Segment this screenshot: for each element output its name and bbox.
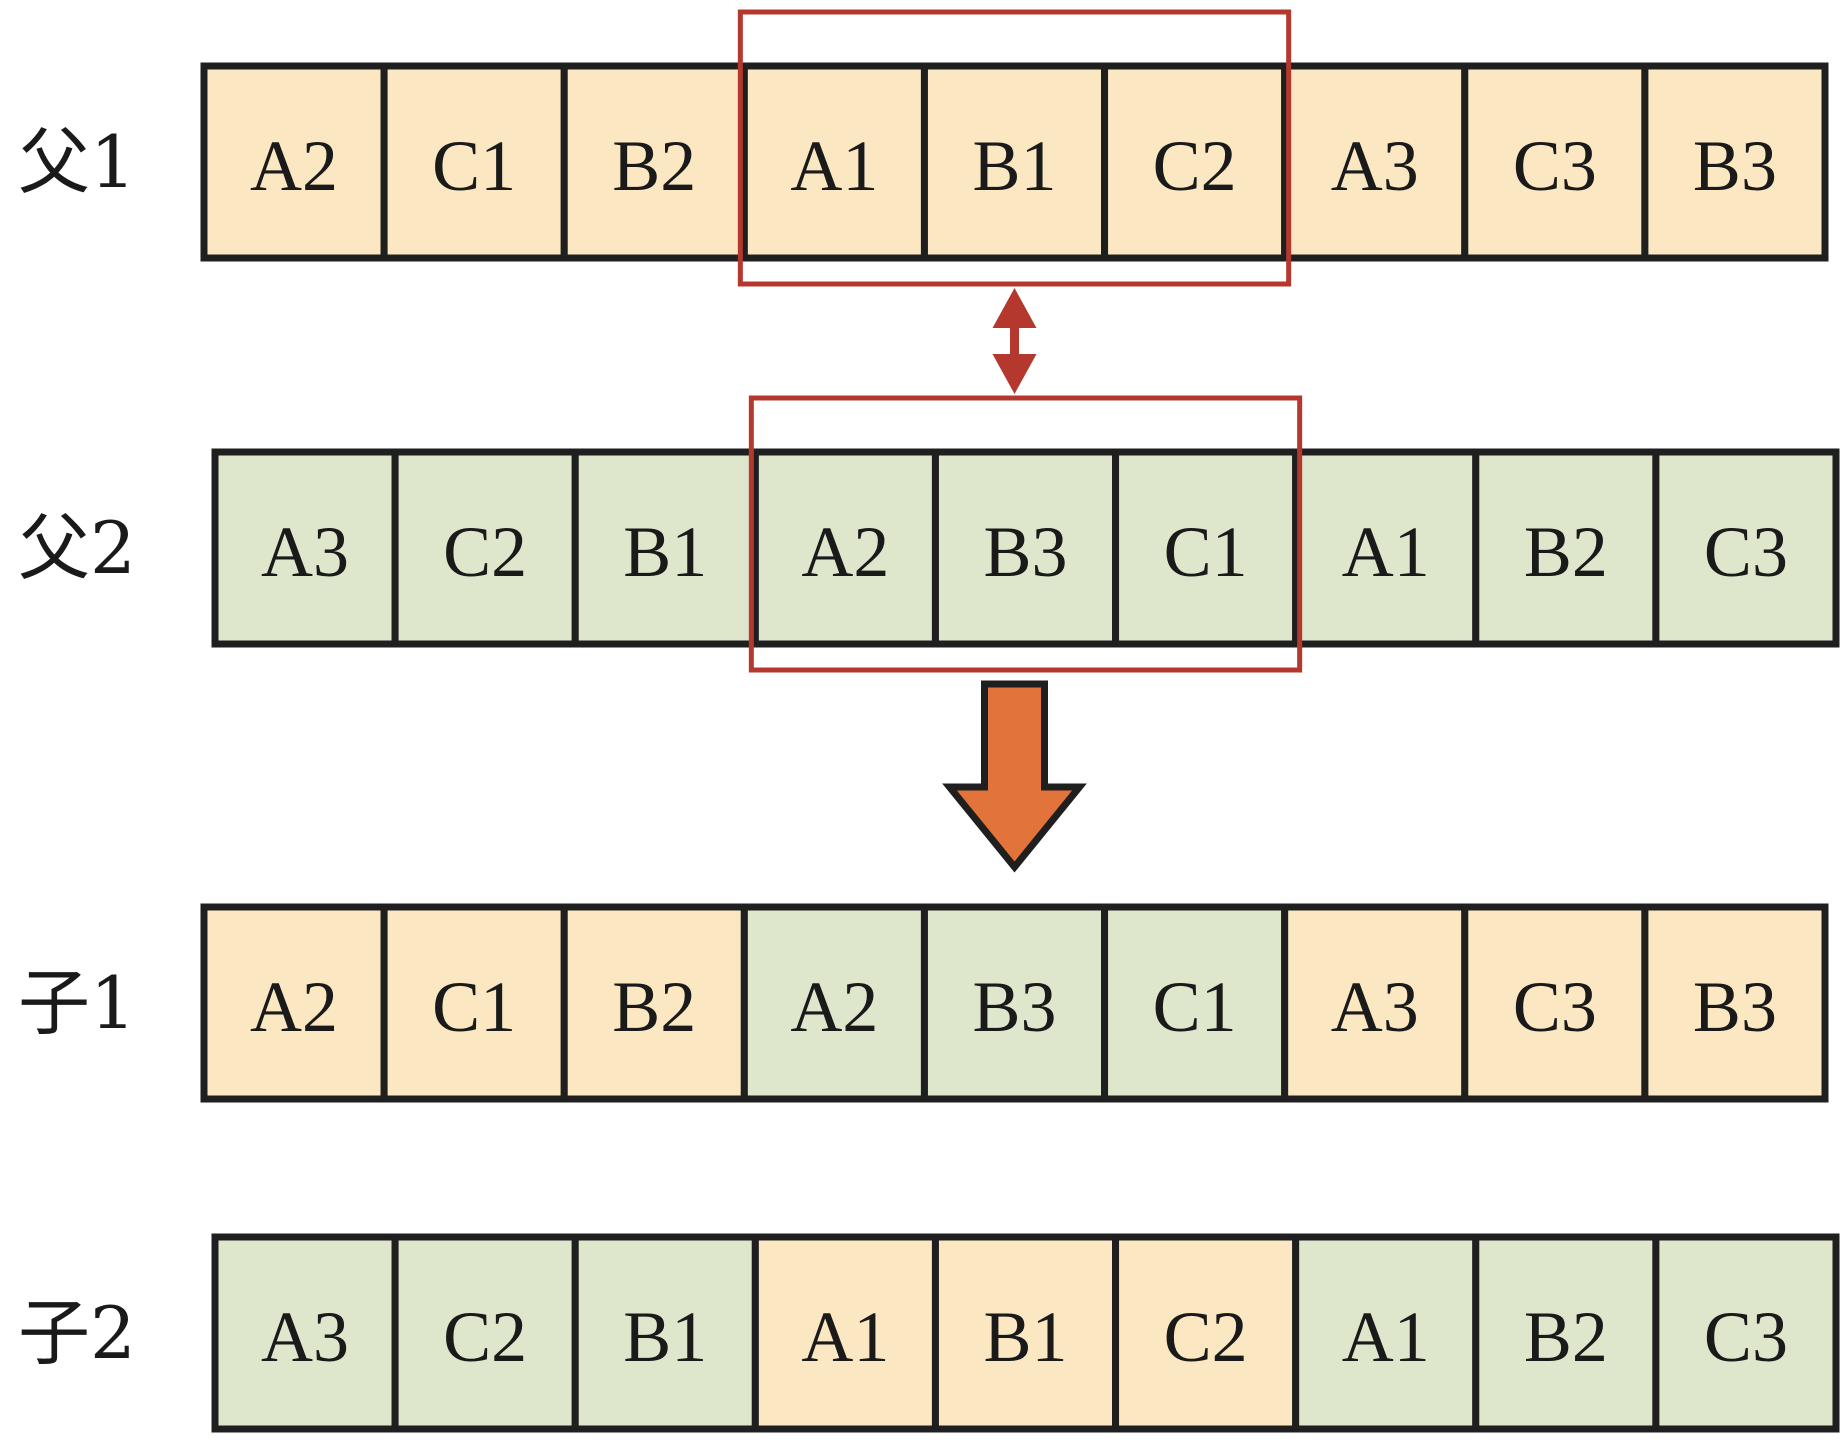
- row-parent2: 父2 A3 C2 B1 A2 B3 C1 A1 B2 C3: [18, 448, 1840, 648]
- gene-cell: [560, 903, 748, 1103]
- gene-cell: [740, 903, 928, 1103]
- gene-label: A1: [1342, 1297, 1430, 1377]
- gene-label: A1: [790, 126, 878, 206]
- gene-label: B1: [623, 512, 707, 592]
- row-label-parent2: 父2: [18, 506, 136, 590]
- gene-label: C2: [443, 512, 527, 592]
- row-child1: 子1 A2 C1 B2 A2 B3 C1 A3 C3 B3: [18, 903, 1829, 1103]
- gene-cell: [751, 448, 939, 648]
- gene-label: B2: [1524, 512, 1608, 592]
- gene-cell: [931, 448, 1120, 648]
- gene-label: A3: [261, 1297, 349, 1377]
- gene-cell: [1652, 448, 1840, 648]
- gene-cell: [751, 1233, 939, 1433]
- gene-label: B2: [612, 967, 696, 1047]
- gene-cell: [1292, 1233, 1480, 1433]
- gene-cell: [211, 1233, 399, 1433]
- gene-cell: [1641, 903, 1829, 1103]
- gene-cell: [1281, 62, 1469, 262]
- gene-cell: [380, 62, 568, 262]
- crossover-highlight-parent2: [748, 395, 1303, 673]
- down-arrow-icon: [942, 680, 1087, 873]
- gene-label: A2: [250, 967, 338, 1047]
- gene-label: A3: [261, 512, 349, 592]
- gene-cell: [391, 1233, 579, 1433]
- gene-cell: [1101, 62, 1289, 262]
- gene-label: B1: [983, 1297, 1067, 1377]
- gene-label: B3: [1693, 126, 1777, 206]
- row-parent1: 父1 A2 C1 B2 A1 B1 C2 A3 C3 B3: [18, 62, 1829, 262]
- gene-cell: [1292, 448, 1480, 648]
- gene-label: A3: [1331, 126, 1419, 206]
- gene-cell: [920, 62, 1109, 262]
- gene-label: A2: [790, 967, 878, 1047]
- gene-label: C1: [1164, 512, 1248, 592]
- double-arrow-vertical-icon: [992, 288, 1037, 394]
- gene-cell: [1641, 62, 1829, 262]
- gene-label: C3: [1513, 967, 1597, 1047]
- gene-cell: [920, 903, 1109, 1103]
- row-label-child1: 子1: [18, 961, 136, 1045]
- gene-label: C1: [432, 967, 516, 1047]
- gene-label: C2: [443, 1297, 527, 1377]
- gene-label: C3: [1704, 512, 1788, 592]
- gene-cell: [1461, 62, 1649, 262]
- gene-label: C2: [1153, 126, 1237, 206]
- gene-label: A1: [801, 1297, 889, 1377]
- gene-cell: [200, 62, 388, 262]
- gene-label: A3: [1331, 967, 1419, 1047]
- gene-label: A2: [801, 512, 889, 592]
- gene-label: A2: [250, 126, 338, 206]
- gene-label: C3: [1513, 126, 1597, 206]
- crossover-highlight-parent1: [737, 9, 1292, 287]
- gene-cell: [1472, 1233, 1660, 1433]
- row-child2: 子2 A3 C2 B1 A1 B1 C2 A1 B2 C3: [18, 1233, 1840, 1433]
- gene-cell: [560, 62, 748, 262]
- gene-label: C3: [1704, 1297, 1788, 1377]
- gene-label: C1: [1153, 967, 1237, 1047]
- gene-label: B1: [972, 126, 1056, 206]
- gene-label: B2: [1524, 1297, 1608, 1377]
- gene-cell: [211, 448, 399, 648]
- gene-label: B3: [972, 967, 1056, 1047]
- row-label-parent1: 父1: [18, 120, 136, 204]
- gene-label: B3: [983, 512, 1067, 592]
- gene-label: B3: [1693, 967, 1777, 1047]
- row-label-child2: 子2: [18, 1291, 136, 1375]
- gene-label: C1: [432, 126, 516, 206]
- gene-label: A1: [1342, 512, 1430, 592]
- gene-cell: [380, 903, 568, 1103]
- gene-label: B2: [612, 126, 696, 206]
- gene-label: C2: [1164, 1297, 1248, 1377]
- gene-cell: [200, 903, 388, 1103]
- gene-cell: [1652, 1233, 1840, 1433]
- gene-label: B1: [623, 1297, 707, 1377]
- gene-cell: [1472, 448, 1660, 648]
- gene-cell: [1281, 903, 1469, 1103]
- gene-cell: [571, 448, 759, 648]
